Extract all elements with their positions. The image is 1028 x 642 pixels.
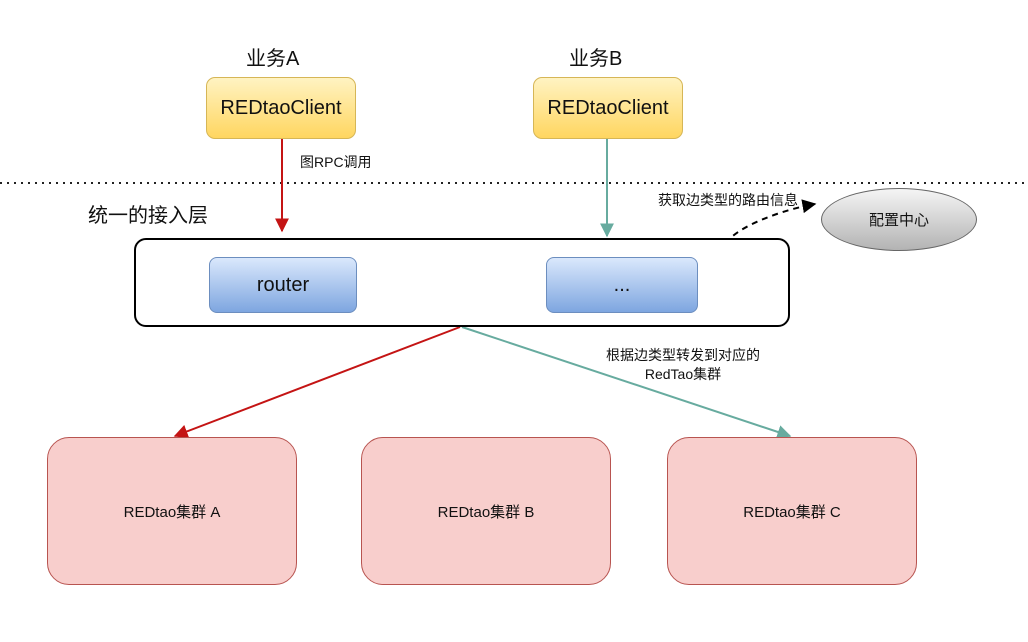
- forward-note: 根据边类型转发到对应的 RedTao集群: [598, 346, 768, 384]
- forward-note-line2: RedTao集群: [644, 366, 722, 382]
- redtao-client-a: REDtaoClient: [206, 77, 356, 139]
- redtao-client-b: REDtaoClient: [533, 77, 683, 139]
- redtao-cluster-a: REDtao集群 A: [47, 437, 297, 585]
- other-handler-box: ...: [546, 257, 698, 313]
- redtao-cluster-c: REDtao集群 C: [667, 437, 917, 585]
- rpc-note: 图RPC调用: [300, 154, 372, 170]
- forward-arrow-c: [461, 326, 792, 439]
- business-b-label: 业务B: [569, 48, 623, 70]
- config-center: 配置中心: [821, 188, 977, 251]
- access-layer-label: 统一的接入层: [88, 205, 208, 227]
- forward-note-line1: 根据边类型转发到对应的: [606, 347, 760, 363]
- redtao-cluster-b: REDtao集群 B: [361, 437, 611, 585]
- business-a-label: 业务A: [246, 48, 300, 70]
- config-route-note: 获取边类型的路由信息: [658, 192, 798, 208]
- router-box: router: [209, 257, 357, 313]
- forward-arrow-a: [173, 326, 461, 439]
